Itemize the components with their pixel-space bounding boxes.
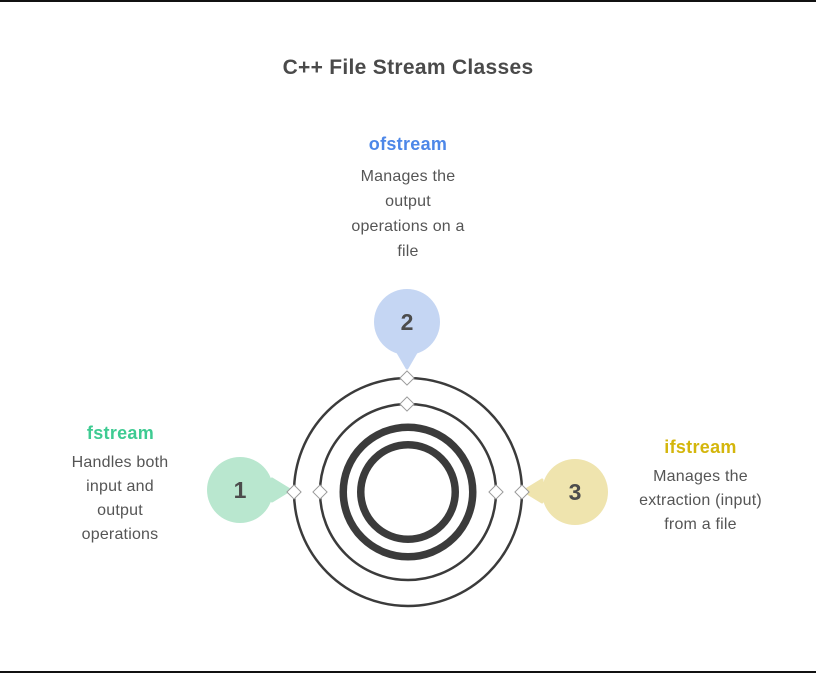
node-1-label: fstream (86, 423, 155, 443)
concentric-rings (292, 376, 524, 608)
node-3-badge: 3 (542, 459, 608, 525)
diamond-marker (399, 396, 415, 412)
top-edge-line (0, 0, 816, 2)
node-3-number: 3 (568, 478, 582, 505)
diamond-marker (312, 484, 328, 500)
page-title: C++ File Stream Classes (282, 56, 534, 79)
node-1-description: Handles both input and output operations (71, 454, 169, 543)
node-3-label: ifstream (664, 437, 737, 457)
node-1-number: 1 (233, 476, 247, 503)
diamond-marker (488, 484, 504, 500)
pointer-right-node1 (270, 477, 292, 503)
node-2-number: 2 (400, 308, 414, 335)
node-1-badge: 1 (207, 457, 273, 523)
diamond-marker (399, 370, 415, 386)
node-2-description: Manages the output operations on a file (351, 168, 465, 260)
diamond-marker (514, 484, 530, 500)
node-3-description: Manages the extraction (input) from a fi… (639, 468, 762, 533)
ring-crossing-diamonds (286, 370, 530, 500)
bottom-edge-line (0, 671, 816, 673)
diamond-marker (286, 484, 302, 500)
core-ring-white-stripe (347, 431, 469, 553)
node-2-badge: 2 (374, 289, 440, 355)
node-2-label: ofstream (368, 134, 448, 154)
